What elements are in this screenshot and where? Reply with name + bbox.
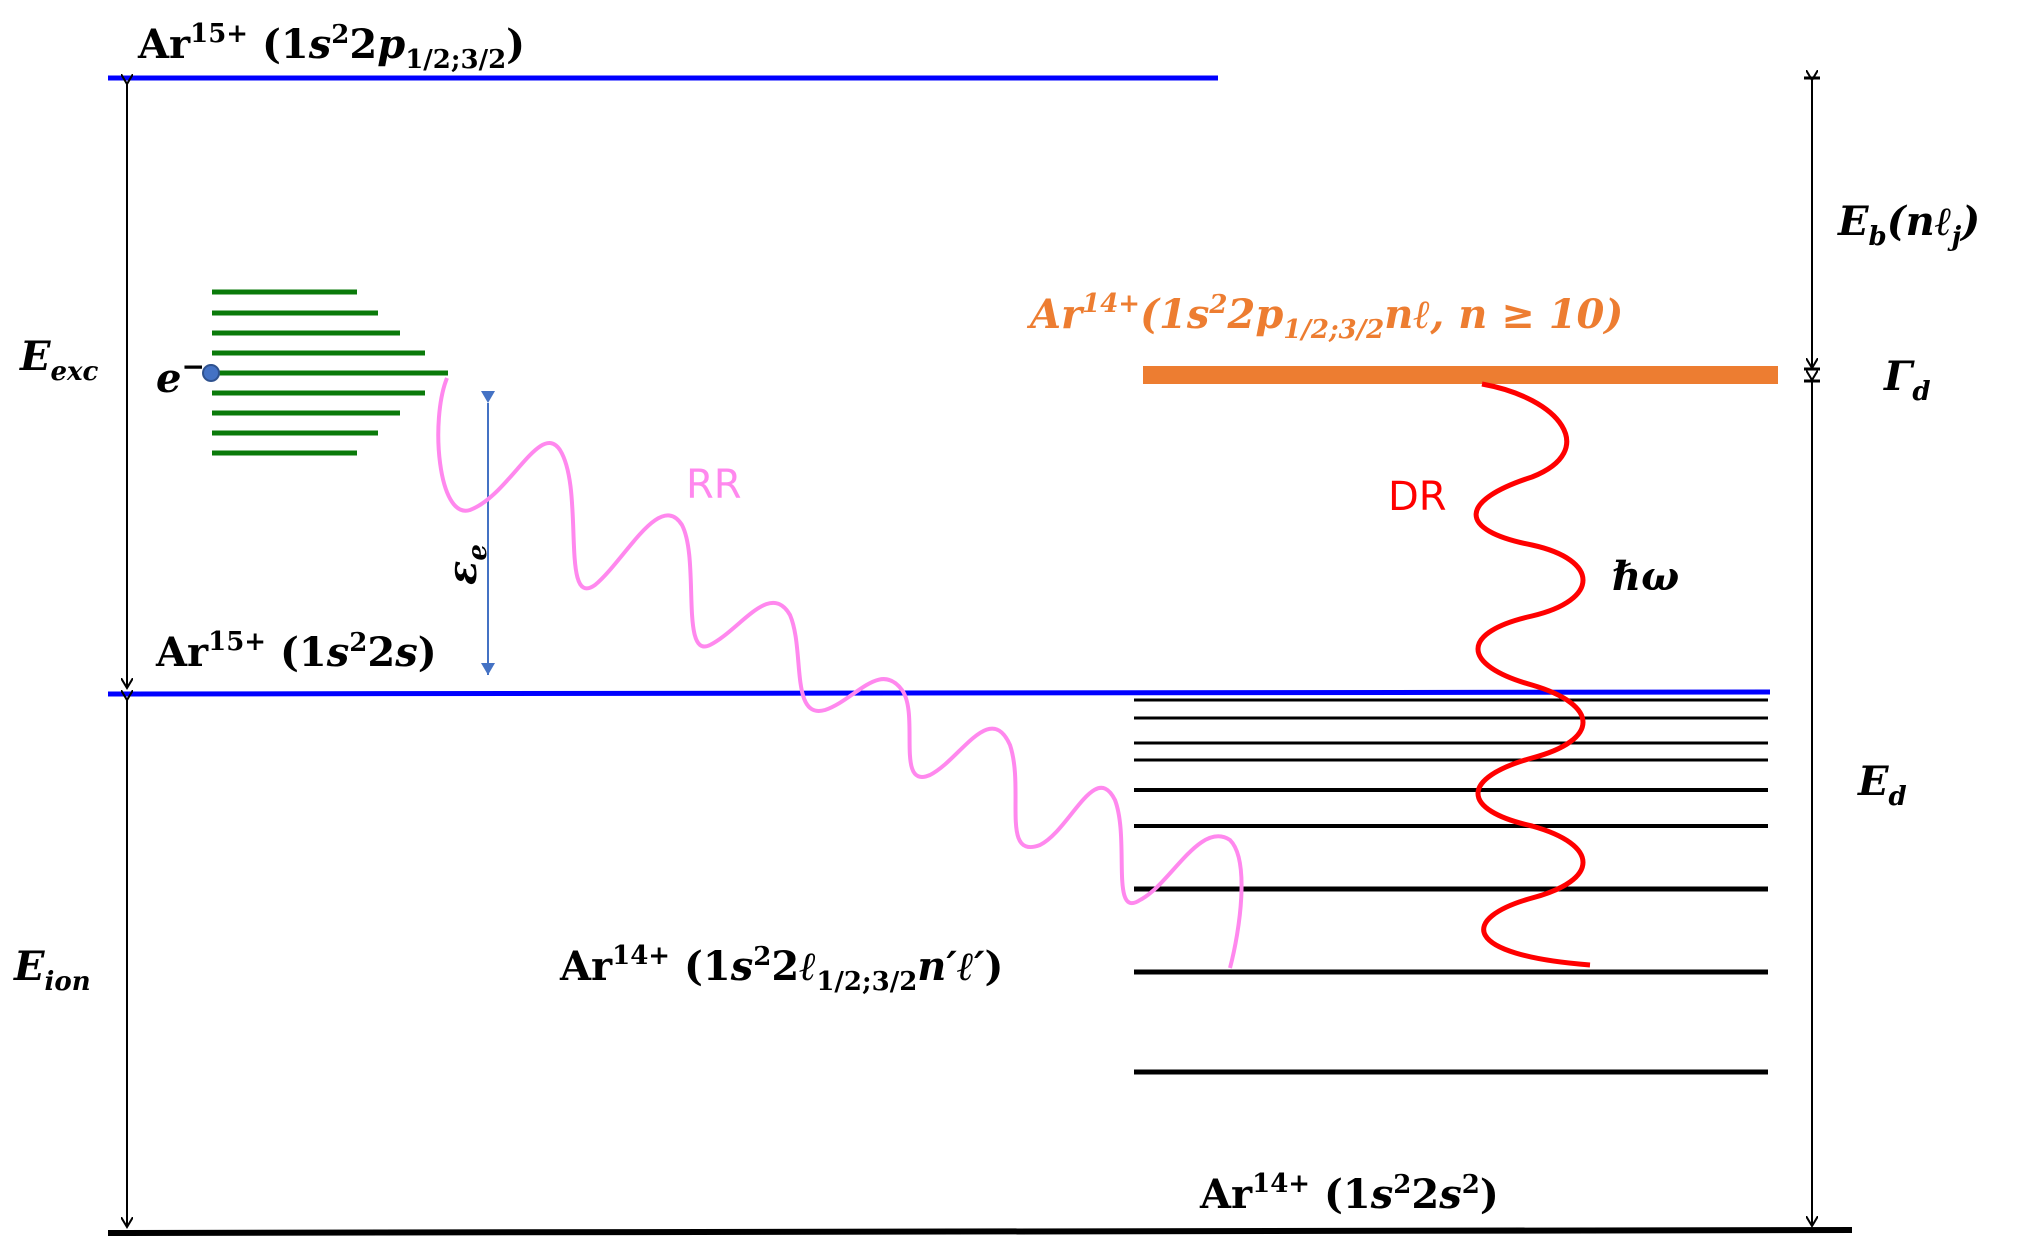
e-b-label: Eb(nℓj) (1837, 198, 1980, 252)
ar14-ground-label: Ar14+ (1s22s2) (1199, 1169, 1499, 1218)
rr-wave (436, 377, 1244, 969)
electron-label: e− (156, 350, 205, 402)
epsilon-e-label: εe (439, 544, 493, 585)
rydberg-levels (1134, 698, 1768, 1075)
e-ion-label: Eion (13, 943, 91, 997)
rr-label: RR (686, 462, 742, 508)
electron-continuum (212, 289, 448, 456)
hbar-omega-label: ℏω (1612, 553, 1679, 600)
ar14-ground-level (107, 1227, 1853, 1236)
e-exc-label: Eexc (19, 333, 99, 387)
ar14-dr-level (1143, 366, 1778, 384)
ar15-ground-label: Ar15+ (1s22s) (155, 627, 437, 676)
e-d-label: Ed (1857, 758, 1907, 812)
gamma-d-label: Γd (1883, 353, 1931, 407)
dr-wave (1473, 381, 1591, 968)
ar15-ground-level (107, 689, 1771, 697)
ar14-dr-label: Ar14+(1s22p1/2;3/2nℓ, n ≥ 10) (1026, 289, 1623, 345)
dr-label: DR (1388, 474, 1447, 520)
electron-dot (202, 364, 220, 382)
ar14-rydberg-label: Ar14+ (1s22ℓ1/2;3/2n′ℓ′) (559, 941, 1003, 997)
ar15-excited-label: Ar15+ (1s22p1/2;3/2) (137, 19, 525, 75)
